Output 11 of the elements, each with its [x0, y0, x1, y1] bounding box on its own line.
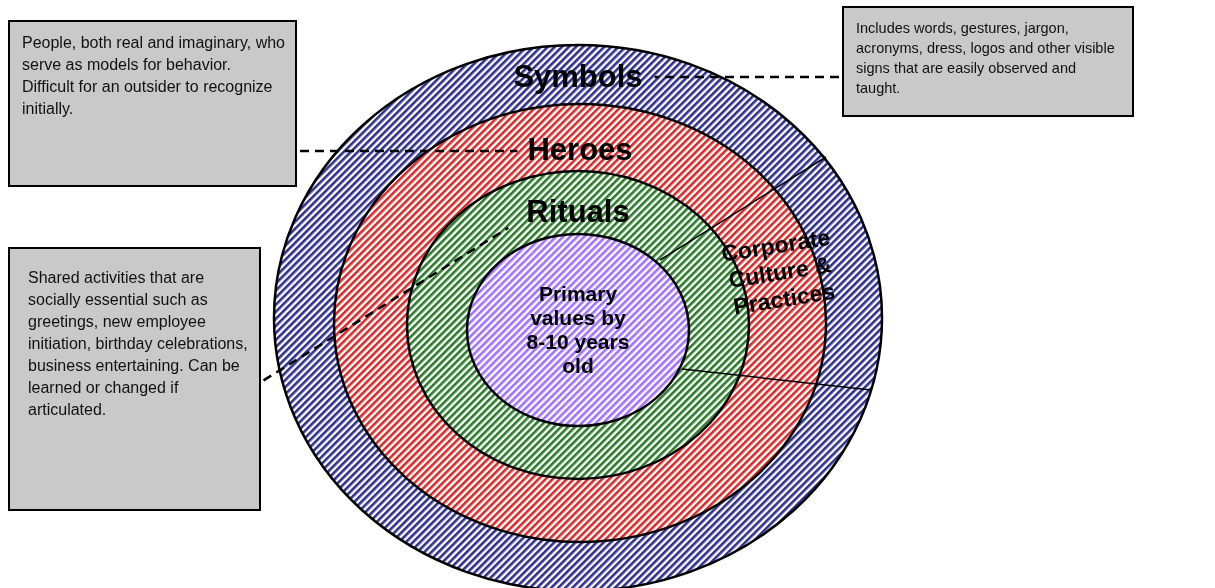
- leader-line: [654, 75, 842, 79]
- callout-box: [842, 6, 1134, 117]
- callout-box: [8, 247, 261, 511]
- core-label: Primary values by 8-10 years old: [525, 281, 631, 379]
- callout-text: Shared activities that are socially essential such as greetings, new employee initiation, birthday celebrations, business entertaining. Can be learned or changed if articulated.: [28, 268, 249, 420]
- layer-title: Heroes: [527, 132, 633, 168]
- callout-text: People, both real and imaginary, who serve as models for behavior. Difficult for an outsider to recognize initially.: [22, 33, 286, 119]
- callout-text: Includes words, gestures, jargon, acronyms, dress, logos and other visible signs that are easily observed and taught.: [856, 19, 1116, 98]
- leader-line: [260, 226, 509, 384]
- leader-line: [297, 149, 518, 153]
- callout-box: [8, 20, 297, 187]
